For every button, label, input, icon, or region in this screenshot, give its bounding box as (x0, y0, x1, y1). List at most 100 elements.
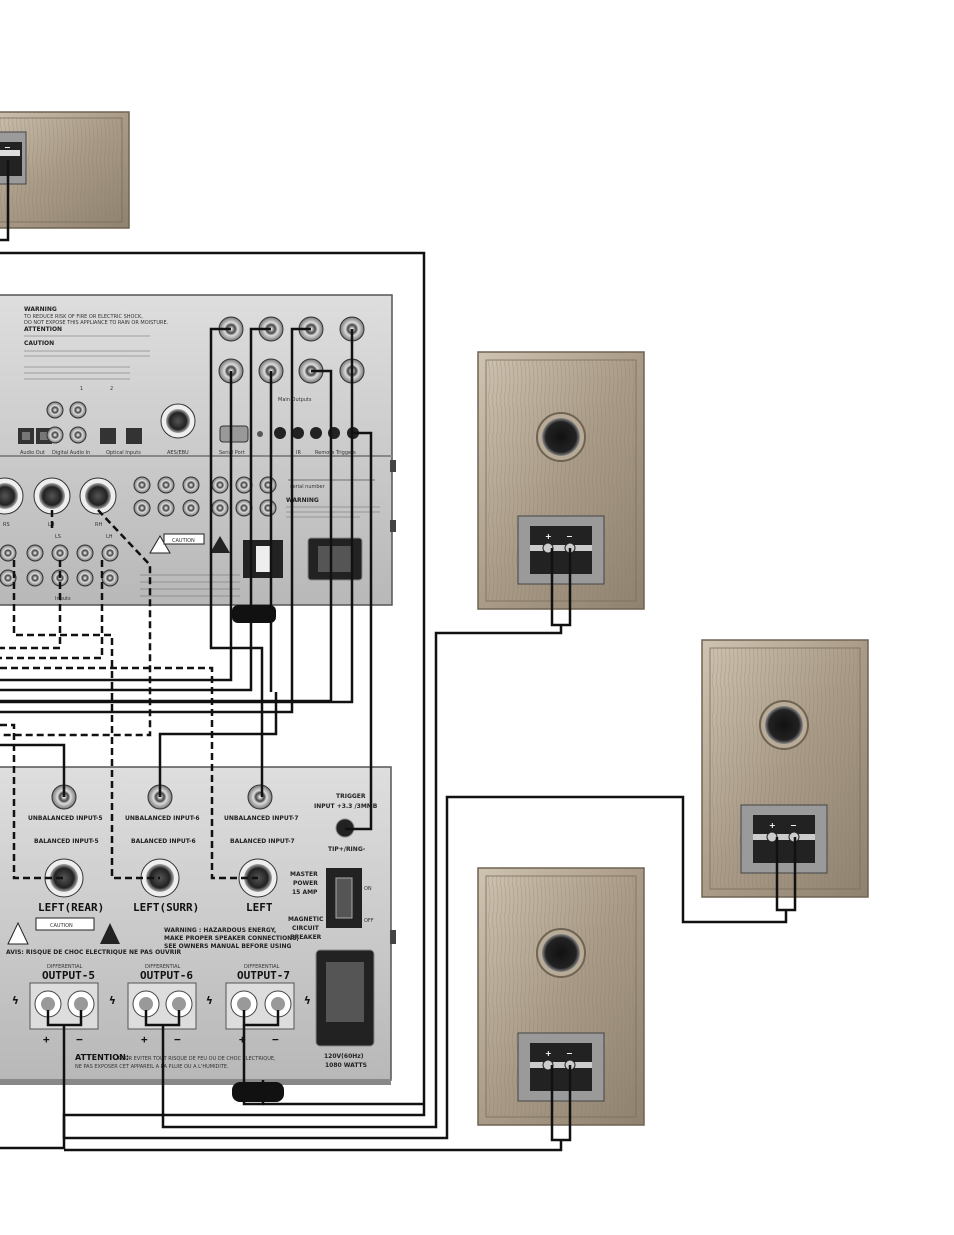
svg-text:AVIS: RISQUE DE CHOC ELECTRIQU: AVIS: RISQUE DE CHOC ELECTRIQUE NE PAS O… (6, 949, 182, 956)
lightning-icon: ϟ (12, 994, 19, 1007)
svg-text:ATTENTION:: ATTENTION: (75, 1053, 129, 1062)
rca-jack[interactable] (69, 426, 87, 444)
channel-6: UNBALANCED INPUT-6 BALANCED INPUT-6 LEFT… (125, 784, 200, 1046)
svg-text:ON: ON (364, 886, 372, 892)
svg-text:OUTPUT-5: OUTPUT-5 (42, 969, 95, 982)
signal-wires (0, 327, 373, 831)
svg-text:−: − (272, 1033, 279, 1046)
svg-text:CAUTION: CAUTION (24, 340, 54, 347)
svg-text:OUTPUT-7: OUTPUT-7 (237, 969, 290, 982)
svg-text:WARNING : HAZARDOUS ENERGY,: WARNING : HAZARDOUS ENERGY, (164, 927, 276, 934)
svg-text:RH: RH (95, 522, 102, 528)
balanced-signal-wires (0, 509, 258, 880)
svg-text:BALANCED INPUT-7: BALANCED INPUT-7 (230, 838, 295, 845)
svg-text:120V(60Hz): 120V(60Hz) (324, 1053, 364, 1060)
svg-text:1: 1 (80, 386, 83, 392)
svg-text:DO NOT EXPOSE THIS APPLIANCE T: DO NOT EXPOSE THIS APPLIANCE TO RAIN OR … (24, 320, 169, 326)
lightning-icon: ϟ (304, 994, 311, 1007)
ir-label: IR (296, 450, 301, 456)
svg-text:2: 2 (110, 386, 113, 392)
amp-caution-badge: CAUTION (50, 923, 73, 929)
svg-text:UNBALANCED INPUT-5: UNBALANCED INPUT-5 (28, 815, 103, 822)
speaker-right-3: + − (477, 867, 645, 1126)
svg-text:BALANCED INPUT-6: BALANCED INPUT-6 (131, 838, 196, 845)
processor-rear-panel: WARNING TO REDUCE RISK OF FIRE OR ELECTR… (0, 294, 396, 623)
svg-text:UNBALANCED INPUT-7: UNBALANCED INPUT-7 (224, 815, 299, 822)
serial-number-label: serial number (290, 484, 326, 490)
svg-text:MAGNETIC: MAGNETIC (288, 916, 324, 923)
svg-text:POWER: POWER (293, 880, 318, 887)
inputs-label: Inputs (55, 596, 71, 602)
svg-text:DIFFERENTIAL: DIFFERENTIAL (47, 964, 83, 970)
speaker-top-left: − (0, 111, 130, 229)
terminal-minus-label: − (566, 1049, 573, 1058)
caution-badge: CAUTION (172, 538, 195, 544)
svg-text:OUTPUT-6: OUTPUT-6 (140, 969, 193, 982)
warning-triangle-icon (7, 921, 29, 945)
svg-text:LS: LS (55, 534, 61, 540)
svg-text:NE PAS EXPOSER CET APPAREIL A: NE PAS EXPOSER CET APPAREIL A LA PLUIE O… (75, 1064, 229, 1070)
rca-jack[interactable] (46, 401, 64, 419)
svg-text:+: + (43, 1033, 50, 1046)
speaker-right-2: + − (701, 639, 869, 898)
svg-text:RS: RS (3, 522, 10, 528)
speaker-wires (0, 160, 797, 1152)
svg-text:−: − (174, 1033, 181, 1046)
optical-input[interactable] (126, 428, 142, 444)
svg-text:TIP+/RING-: TIP+/RING- (328, 846, 366, 853)
svg-text:+: + (239, 1033, 246, 1046)
optical-inputs-label: Optical Inputs (106, 450, 141, 456)
svg-text:MASTER: MASTER (290, 871, 318, 878)
svg-text:TO REDUCE RISK OF FIRE OR ELEC: TO REDUCE RISK OF FIRE OR ELECTRIC SHOCK… (23, 314, 143, 320)
warning-triangle-icon (100, 923, 120, 944)
terminal-plus-label: + (769, 821, 776, 830)
audio-out-label: Audio Out (20, 450, 45, 456)
remote-triggers-label: Remote Triggers (315, 450, 356, 456)
channel-name: LEFT(SURR) (133, 901, 199, 914)
svg-text:BALANCED INPUT-5: BALANCED INPUT-5 (34, 838, 99, 845)
amplifier-foot (232, 1082, 284, 1102)
unbalanced-input-7[interactable] (247, 784, 273, 810)
ir-jack[interactable] (292, 427, 304, 439)
lightning-icon: ϟ (206, 994, 213, 1007)
svg-text:ATTENTION: ATTENTION (24, 326, 62, 333)
svg-text:LH: LH (106, 534, 113, 540)
terminal-plus-label: + (545, 532, 552, 541)
terminal-minus-label: − (566, 532, 573, 541)
rca-jack[interactable] (69, 401, 87, 419)
channel-name: LEFT (246, 901, 273, 914)
svg-text:UNBALANCED INPUT-6: UNBALANCED INPUT-6 (125, 815, 200, 822)
ir-jack[interactable] (274, 427, 286, 439)
svg-text:MAKE PROPER SPEAKER CONNECTION: MAKE PROPER SPEAKER CONNECTIONS, (164, 935, 299, 942)
terminal-plus-label: + (545, 1049, 552, 1058)
svg-text:SEE OWNERS MANUAL BEFORE USING: SEE OWNERS MANUAL BEFORE USING (164, 943, 291, 950)
amplifier-rear-panel: UNBALANCED INPUT-5 BALANCED INPUT-5 LEFT… (0, 766, 396, 1102)
main-outputs-label: Main Outputs (278, 397, 312, 403)
trigger-jack[interactable] (310, 427, 322, 439)
svg-text:DIFFERENTIAL: DIFFERENTIAL (244, 964, 280, 970)
serial-port[interactable] (219, 425, 249, 443)
rca-jack[interactable] (46, 426, 64, 444)
channel-5: UNBALANCED INPUT-5 BALANCED INPUT-5 LEFT… (28, 784, 104, 1046)
svg-text:POUR EVITER TOUT RISQUE DE FEU: POUR EVITER TOUT RISQUE DE FEU OU DE CHO… (118, 1056, 276, 1062)
aes-ebu-label: AES/EBU (167, 450, 189, 456)
channel-name: LEFT(REAR) (38, 901, 104, 914)
trigger-input-label: INPUT +3.3 /3MMB (314, 803, 378, 810)
terminal-minus-label: − (790, 821, 797, 830)
trigger-title: TRIGGER (336, 793, 366, 800)
svg-text:OFF: OFF (364, 918, 374, 924)
optical-input[interactable] (100, 428, 116, 444)
svg-text:+: + (141, 1033, 148, 1046)
component-inputs[interactable] (133, 476, 277, 517)
svg-text:WARNING: WARNING (286, 497, 319, 504)
warning-triangle-icon (210, 536, 230, 553)
speaker-right-1: + − (477, 351, 645, 610)
processor-warning-title: WARNING (24, 306, 57, 313)
svg-text:15 AMP: 15 AMP (292, 889, 318, 896)
svg-text:BREAKER: BREAKER (290, 934, 322, 941)
svg-text:CIRCUIT: CIRCUIT (292, 925, 320, 932)
processor-foot (232, 605, 276, 623)
svg-text:DIFFERENTIAL: DIFFERENTIAL (145, 964, 181, 970)
svg-text:−: − (76, 1033, 83, 1046)
